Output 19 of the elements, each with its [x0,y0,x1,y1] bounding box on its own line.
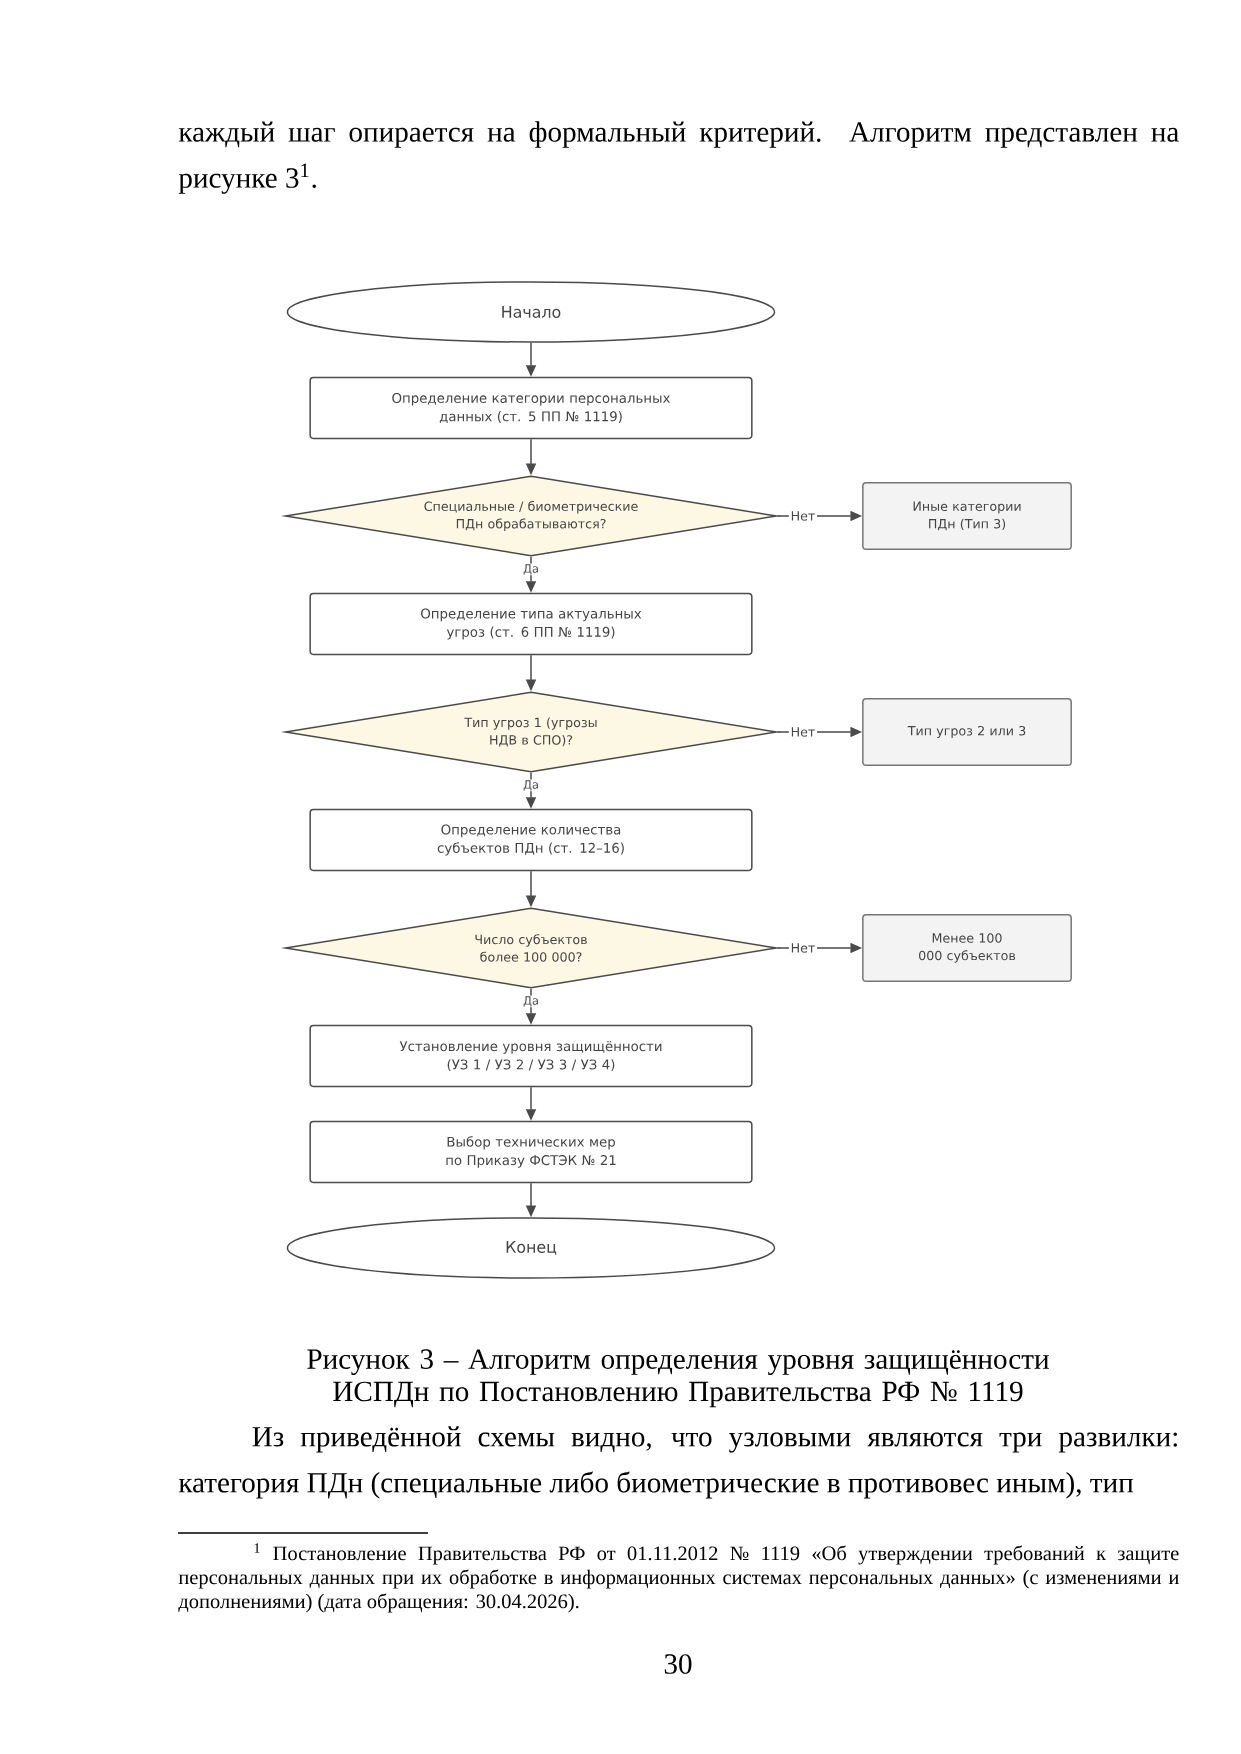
body-paragraph: каждый шаг опирается на формальный критерий. Алгоритм представлен на рисунке 3$^{1}$. [178,121,1179,194]
process-box: Выбор технических мер по Приказу ФСТЭК № 21 [309,1120,753,1184]
edge-label: Да [523,996,538,1007]
process-box: Определение категории персональных данных (ст. 5 ПП № 1119) [309,376,753,440]
process-box: Установление уровня защищённости (УЗ 1 / УЗ 2 / УЗ 3 / УЗ 4) [309,1024,753,1088]
edge-label: Нет [791,943,815,953]
outcome-box: Иные категории ПДн (Тип 3) [862,481,1072,551]
outcome-box: Менее 100 000 субъектов [862,913,1072,983]
footnote-text: $^{1}$ Постановление Правительства РФ от 01.11.2012 № 1119 «Об утверждении требований к защите персональных данных при их обработке в информационных системах персональных данных» (с изменениями и дополнениями) (дата обращения: 30.04.2026). [178,1543,1179,1613]
edge-label: Да [523,780,538,791]
process-box: Определение типа актуальных угроз (ст. 6 ПП № 1119) [309,592,753,656]
edge-label: Нет [791,727,815,737]
body-paragraph: Из приведённой схемы видно, что узловыми являются три развилки: категория ПДн (специальные либо биометрические в противовес иным), тип [178,1426,1177,1499]
page-number: 30 [664,1654,692,1674]
edge-label: Да [523,564,538,575]
edge-label: Нет [791,511,815,521]
figure-caption: Рисунок 3 – Алгоритм определения уровня защищённости ИСПДн по Постановлению Правительства РФ № 1119 [307,1349,1049,1408]
outcome-box: Тип угроз 2 или 3 [862,697,1072,767]
process-box: Определение количества субъектов ПДн (ст. 12–16) [309,808,753,872]
